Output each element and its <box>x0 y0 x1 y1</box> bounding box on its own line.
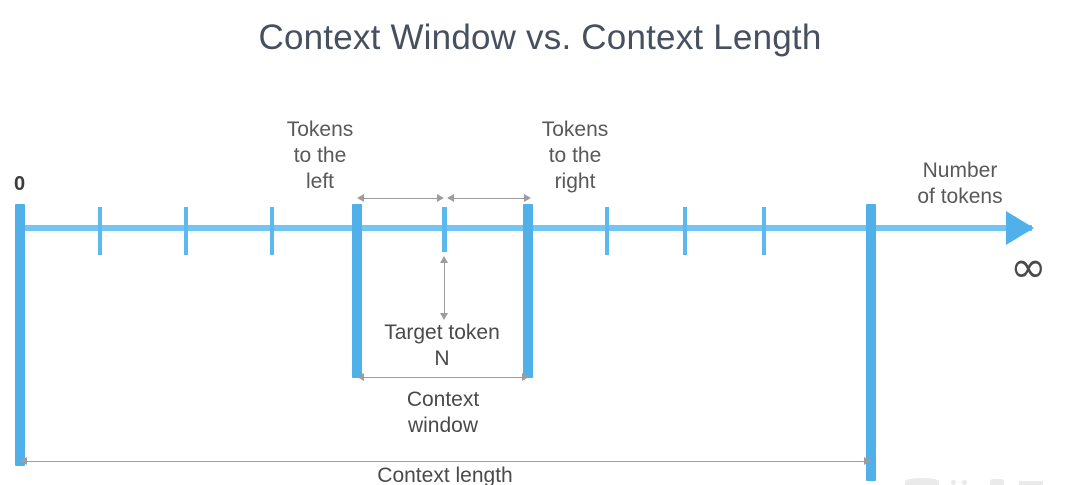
context-window-start-bar <box>352 204 362 378</box>
arrow-head-top <box>440 256 448 263</box>
target-token-label: Target token N <box>384 321 500 370</box>
arrow-head-left <box>357 373 364 381</box>
context-window-label: Context window <box>406 388 480 437</box>
arrow-head-left <box>20 457 27 465</box>
tokens-to-the-left-arrow <box>357 194 444 203</box>
minor-tick-target-token <box>442 207 447 252</box>
context-length-end-bar <box>866 204 876 481</box>
axis-origin-label: 0 <box>14 173 26 195</box>
minor-tick-3 <box>270 207 274 255</box>
cropped-ui-artifact <box>951 480 956 485</box>
tokens-to-the-right-label: Tokens to the right <box>541 118 609 193</box>
context-length-label: Context length <box>377 464 513 485</box>
cropped-ui-artifact <box>1019 481 1043 485</box>
infinity-icon: ∞ <box>1010 242 1047 293</box>
arrow-shaft <box>362 377 524 378</box>
cropped-ui-artifact <box>962 480 967 485</box>
context-window-end-bar <box>523 204 533 378</box>
arrow-head-right <box>864 457 871 465</box>
minor-tick-4 <box>605 207 609 255</box>
target-token-callout-arrow <box>440 256 449 320</box>
tokens-to-the-right-arrow <box>447 194 531 203</box>
arrow-head-left <box>357 194 364 202</box>
origin-bar <box>15 204 25 466</box>
arrow-shaft <box>362 198 439 199</box>
arrow-head-right <box>524 194 531 202</box>
context-length-arrow <box>20 457 871 466</box>
arrow-head-right <box>522 373 529 381</box>
tokens-to-the-left-label: Tokens to the left <box>286 118 354 193</box>
number-of-tokens-label: Number of tokens <box>917 159 1003 208</box>
arrow-head-left <box>447 194 454 202</box>
arrow-head-bottom <box>440 313 448 320</box>
page-title: Context Window vs. Context Length <box>258 18 822 57</box>
minor-tick-1 <box>98 207 102 255</box>
arrow-shaft <box>452 198 526 199</box>
cropped-ui-artifact <box>905 478 939 485</box>
arrow-shaft <box>444 261 445 315</box>
cropped-ui-artifact <box>990 479 1004 485</box>
axis-arrowhead-icon <box>1006 211 1034 245</box>
arrow-shaft <box>25 461 866 462</box>
minor-tick-2 <box>184 207 188 255</box>
minor-tick-5 <box>683 207 687 255</box>
context-window-arrow <box>357 373 529 382</box>
arrow-head-right <box>437 194 444 202</box>
minor-tick-6 <box>762 207 766 255</box>
